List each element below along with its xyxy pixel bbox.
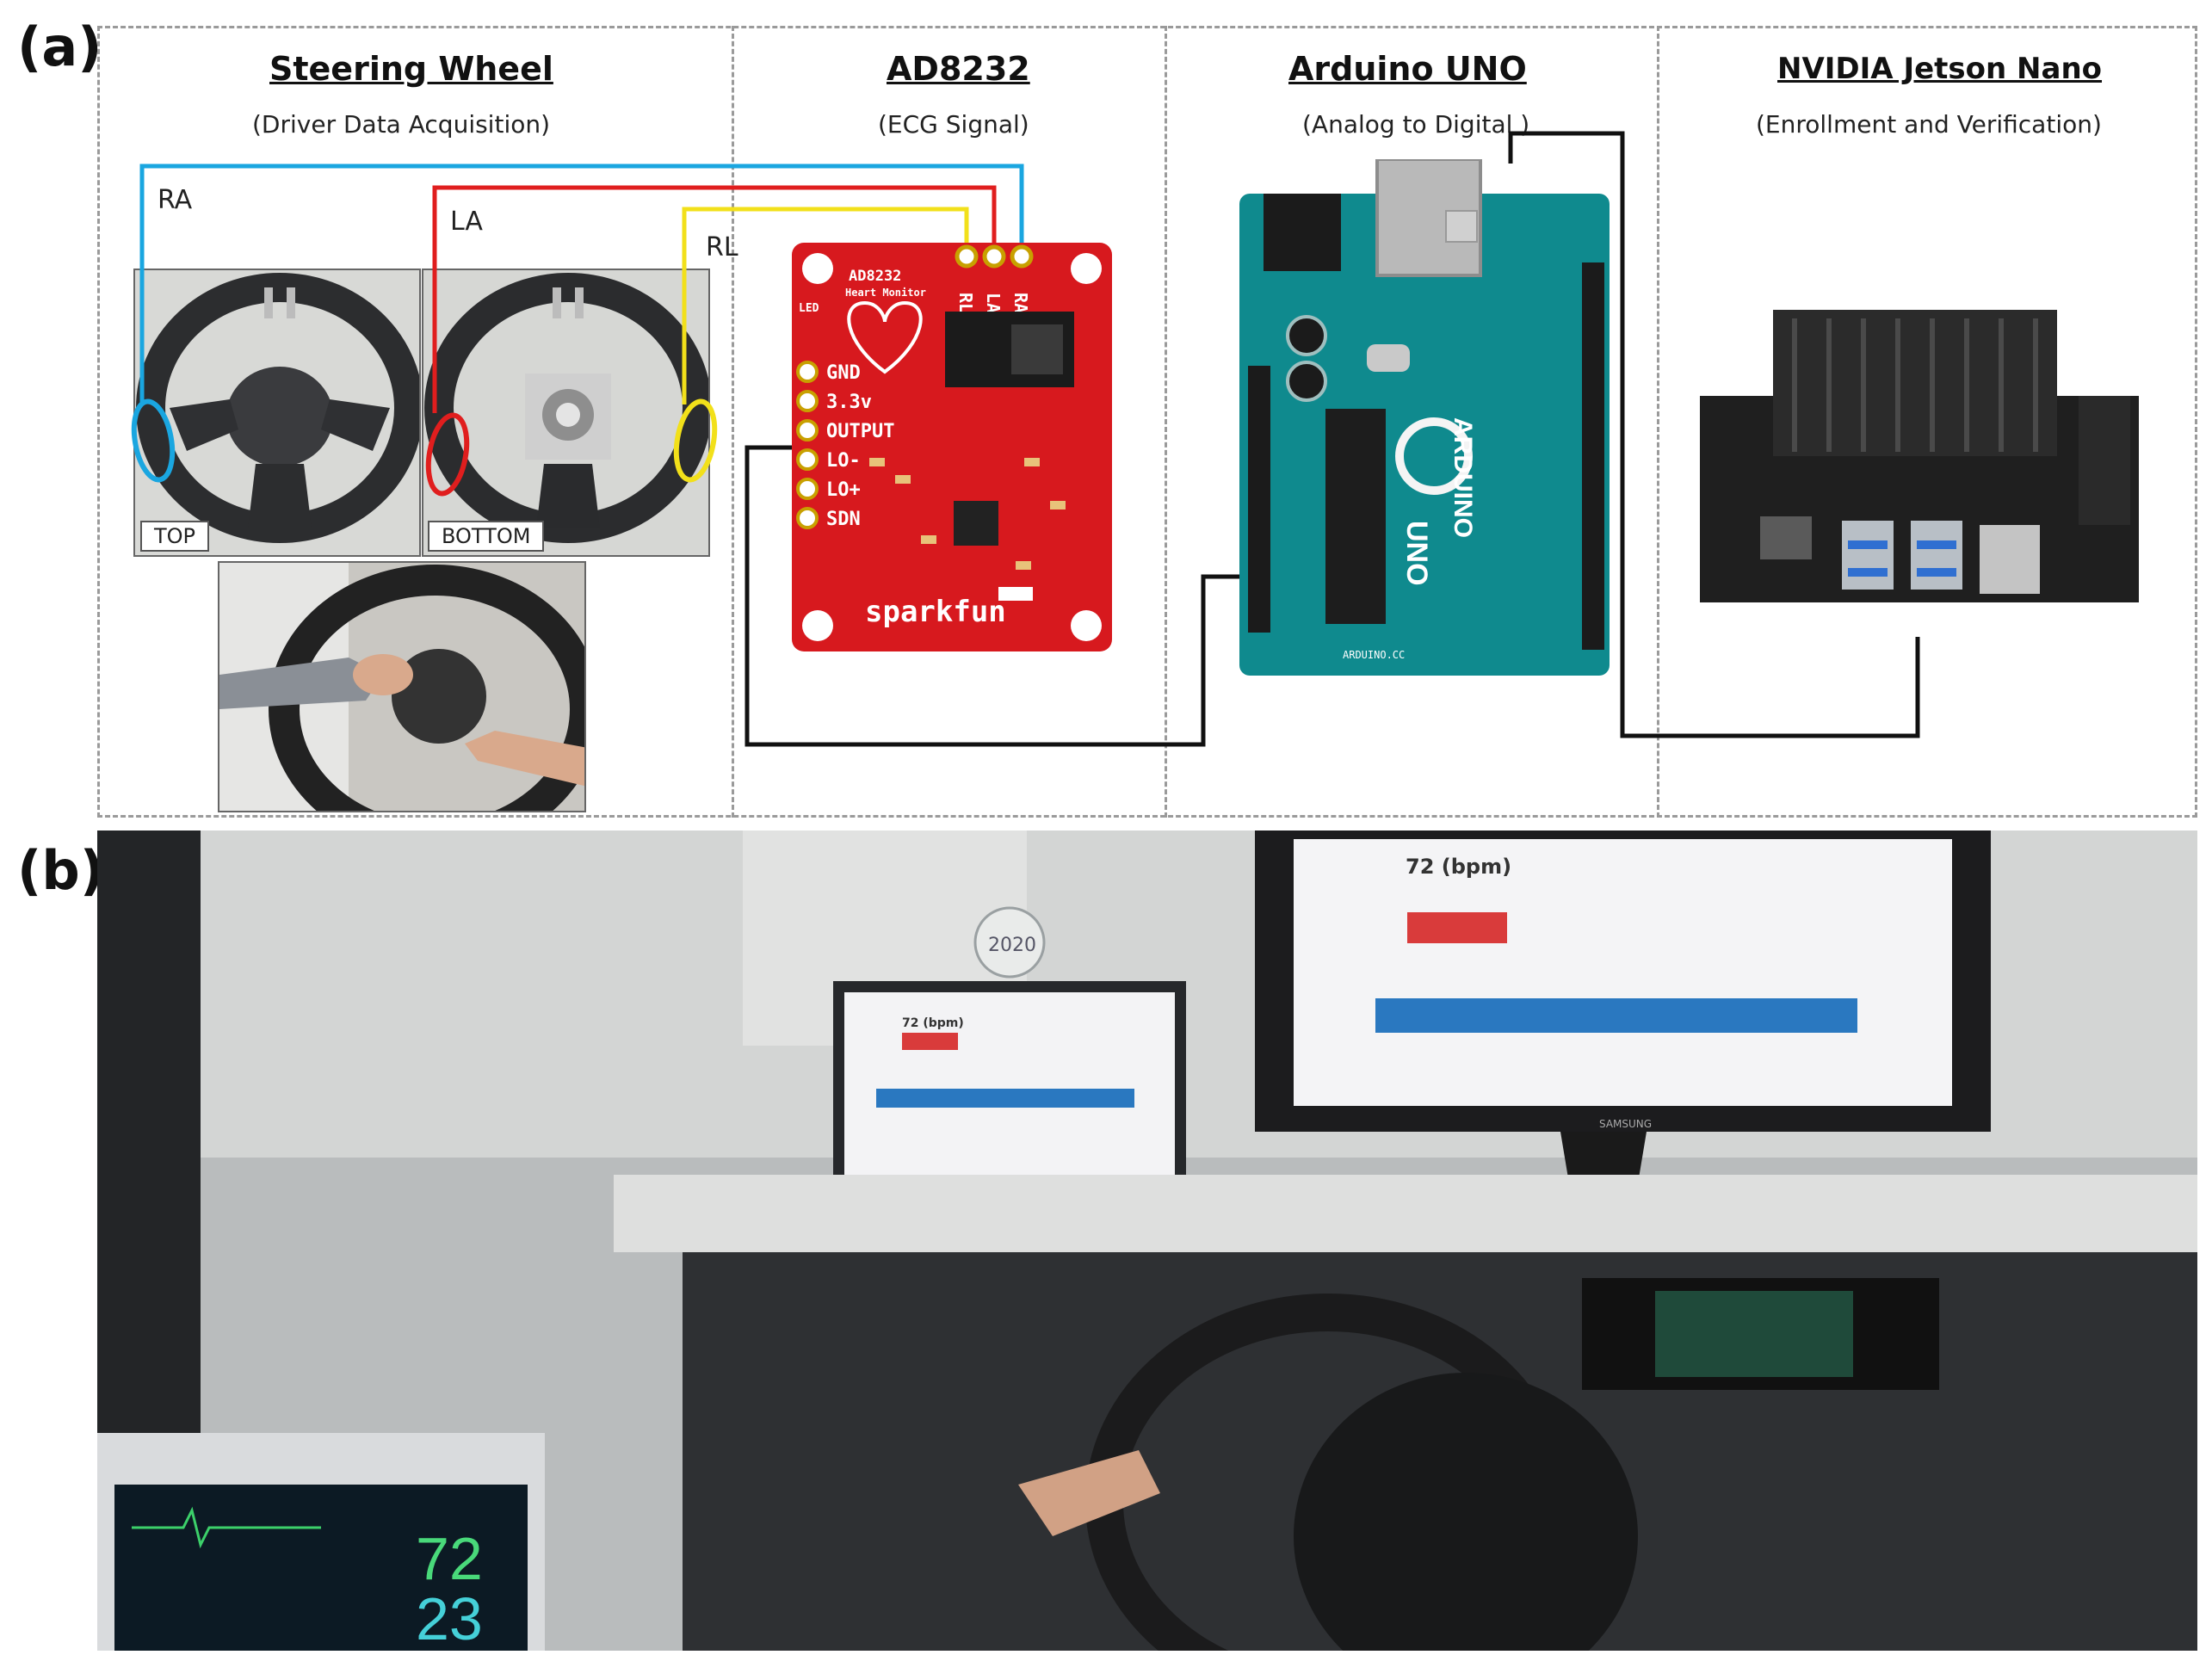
header-pin-rl: RL bbox=[955, 293, 976, 313]
header-pin-ra: RA bbox=[1010, 293, 1031, 313]
usb-port-1 bbox=[1842, 521, 1894, 590]
heart-icon bbox=[847, 300, 923, 374]
la-wire bbox=[432, 185, 997, 413]
lab-setup-photo: 2020 72 (bpm) SAMSUNG 72 (bpm) 72 23 bbox=[97, 830, 2197, 1651]
section-title-steering-wheel: Steering Wheel bbox=[269, 50, 553, 88]
monitor-brand: SAMSUNG bbox=[1599, 1118, 1652, 1130]
monitor-bpm-text: 72 (bpm) bbox=[1406, 855, 1511, 879]
led-label: LED bbox=[799, 302, 819, 315]
section-divider-3 bbox=[1657, 26, 1659, 818]
ecg-signal-trace bbox=[1375, 998, 1857, 1033]
steering-wheel-top-photo bbox=[133, 269, 421, 557]
arduino-brand: ARDUINO bbox=[1449, 417, 1477, 538]
ad8232-chip bbox=[954, 501, 998, 546]
section-divider-2 bbox=[1165, 26, 1167, 818]
ethernet-port bbox=[1980, 525, 2040, 594]
ad8232-board: RL LA RA AD8232 Heart Monitor LED GND 3.… bbox=[792, 243, 1112, 651]
section-title-jetson: NVIDIA Jetson Nano bbox=[1777, 52, 2103, 86]
section-subtitle-arduino: (Analog to Digital ) bbox=[1302, 110, 1530, 139]
rl-wire bbox=[682, 207, 969, 404]
pin-3v3: 3.3v bbox=[826, 392, 872, 413]
section-subtitle-steering-wheel: (Driver Data Acquisition) bbox=[252, 110, 551, 139]
panel-a-frame bbox=[97, 26, 2197, 818]
section-divider-1 bbox=[732, 26, 734, 818]
arduino-infinity-logo bbox=[1395, 417, 1473, 495]
rl-electrode-marker bbox=[673, 398, 718, 483]
pin-lo-plus: LO+ bbox=[826, 479, 861, 501]
section-subtitle-ad8232: (ECG Signal) bbox=[878, 110, 1029, 139]
lead-label-la: LA bbox=[450, 207, 483, 237]
wheel-top-tag: TOP bbox=[140, 521, 210, 552]
steering-wheel-bottom-illustration bbox=[423, 270, 708, 555]
jetson-nano-board bbox=[1700, 310, 2139, 602]
patient-monitor-second: 23 bbox=[416, 1585, 483, 1651]
steering-wheel-bottom-photo bbox=[422, 269, 710, 557]
heatsink bbox=[1773, 310, 2057, 456]
hdmi-port bbox=[1760, 516, 1812, 559]
ad8232-board-name: AD8232 bbox=[849, 268, 901, 285]
steering-wheel-top-illustration bbox=[135, 270, 419, 555]
driver-head bbox=[1294, 1373, 1638, 1651]
section-title-ad8232: AD8232 bbox=[887, 50, 1030, 88]
section-subtitle-jetson: (Enrollment and Verification) bbox=[1756, 110, 2102, 139]
arduino-model: UNO bbox=[1400, 521, 1433, 586]
dc-power-jack bbox=[1264, 194, 1341, 271]
la-electrode-marker bbox=[425, 412, 470, 497]
arduino-site: ARDUINO.CC bbox=[1343, 649, 1405, 661]
output-to-arduino-wire bbox=[745, 445, 1257, 747]
usb-port-2 bbox=[1911, 521, 1962, 590]
pin-gnd: GND bbox=[826, 362, 861, 384]
atmega-chip bbox=[1325, 409, 1386, 624]
heart-rate-bar bbox=[1407, 912, 1507, 943]
year-badge: 2020 bbox=[988, 935, 1036, 956]
header-pin-la: LA bbox=[983, 293, 1004, 313]
pin-sdn: SDN bbox=[826, 509, 861, 530]
laptop-bpm-text: 72 (bpm) bbox=[902, 1016, 964, 1030]
panel-a-label: (a) bbox=[17, 15, 102, 78]
ra-wire bbox=[139, 164, 1024, 404]
section-title-arduino: Arduino UNO bbox=[1288, 50, 1527, 88]
usb-to-jetson-wire bbox=[1508, 131, 1920, 738]
hands-on-wheel-illustration bbox=[219, 563, 584, 811]
ra-electrode-marker bbox=[131, 398, 176, 483]
lead-label-ra: RA bbox=[158, 185, 193, 215]
hands-on-wheel-photo bbox=[218, 561, 586, 812]
panel-b-label: (b) bbox=[17, 839, 105, 902]
wheel-bottom-tag: BOTTOM bbox=[428, 521, 545, 552]
pin-lo-minus: LO- bbox=[826, 450, 861, 472]
lead-label-rl: RL bbox=[706, 232, 738, 262]
lab-setup-illustration: 2020 72 (bpm) SAMSUNG 72 (bpm) 72 23 bbox=[97, 830, 2197, 1651]
patient-monitor-hr: 72 bbox=[416, 1525, 483, 1592]
ad8232-board-caption: Heart Monitor bbox=[845, 287, 926, 299]
arduino-uno-board: ARDUINO UNO ARDUINO.CC bbox=[1239, 159, 1610, 676]
pin-output: OUTPUT bbox=[826, 421, 894, 442]
sparkfun-logo: sparkfun bbox=[865, 595, 1006, 629]
